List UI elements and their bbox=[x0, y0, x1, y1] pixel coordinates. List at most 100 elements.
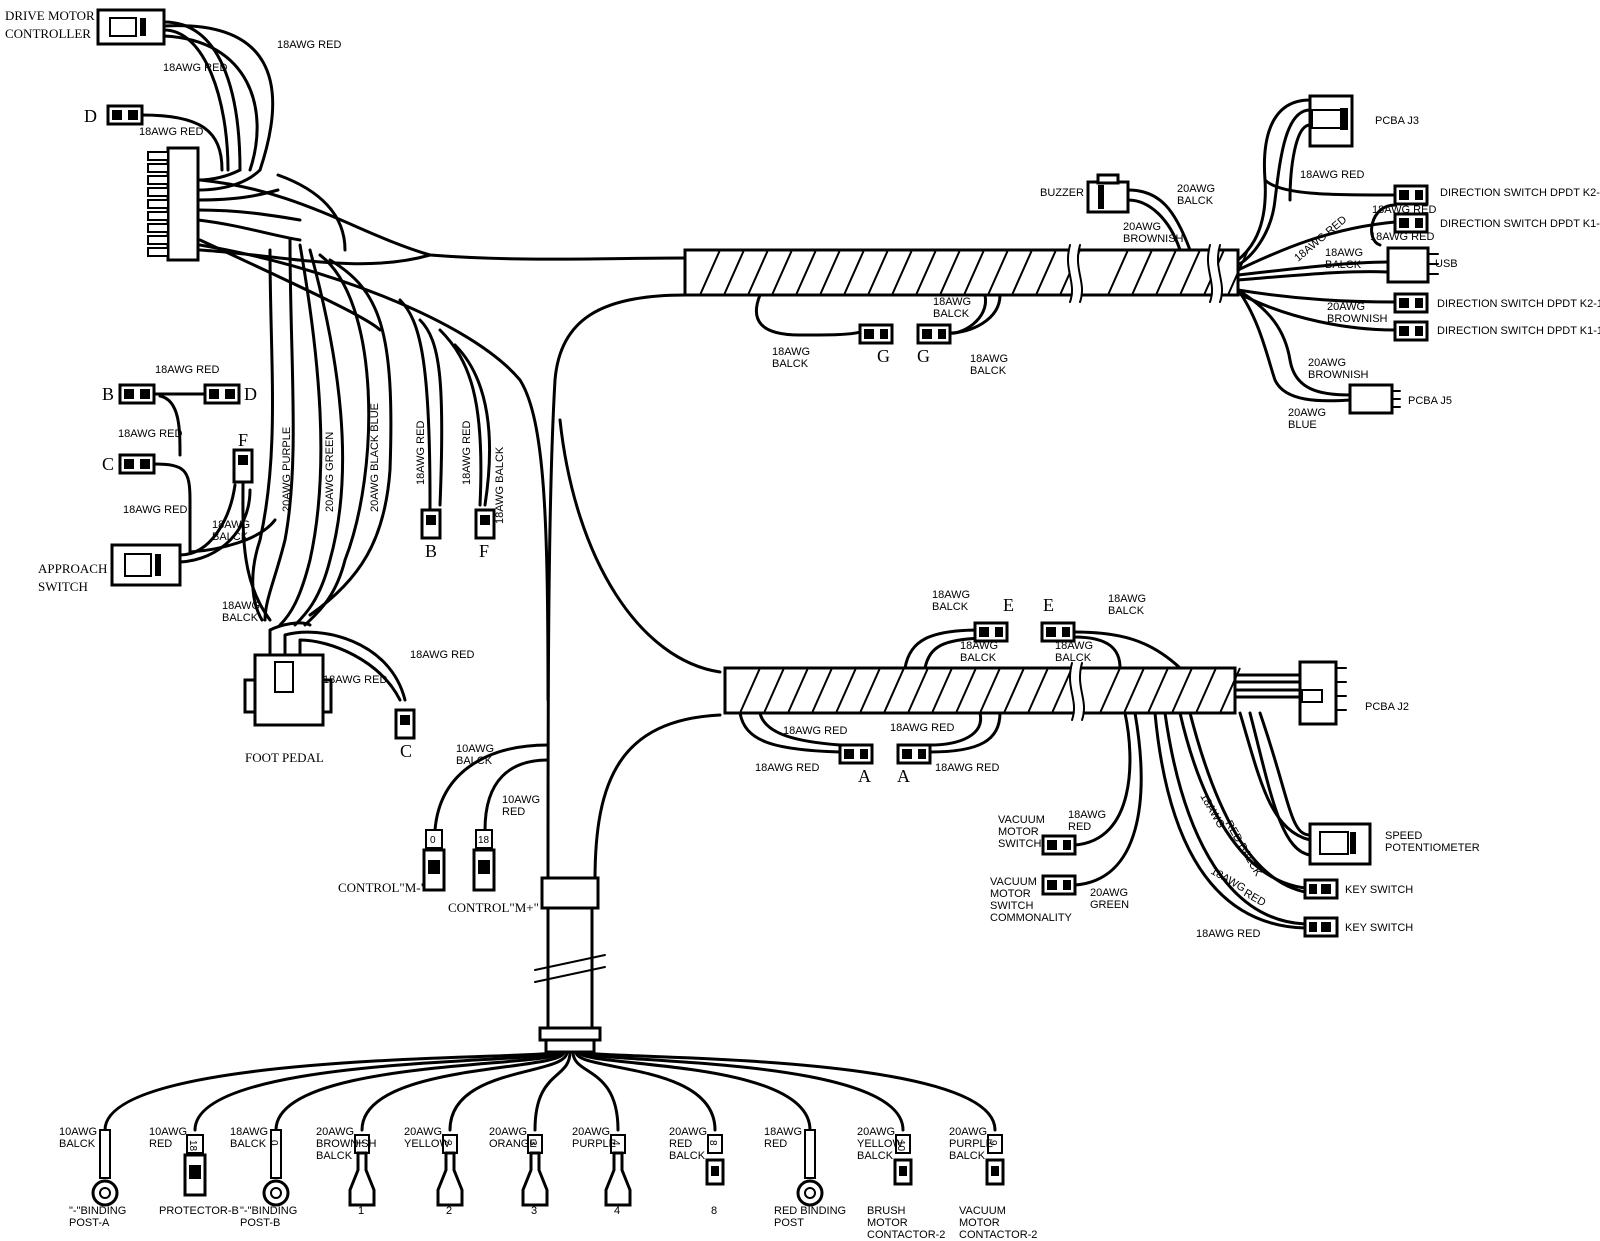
wire-label: BALCK bbox=[772, 358, 809, 370]
terminal-color-2: BALCK bbox=[316, 1150, 353, 1162]
terminal-name-2: POST bbox=[774, 1217, 804, 1229]
terminal-wire bbox=[577, 1050, 812, 1132]
letter-a-left: A bbox=[858, 766, 871, 786]
label-vms-1: VACUUM bbox=[998, 814, 1045, 826]
sleeve-hatch bbox=[891, 249, 913, 296]
terminal-color: PURPLE bbox=[572, 1138, 616, 1150]
wire-label: 10AWG bbox=[502, 794, 540, 806]
ring-terminal-hole bbox=[804, 1187, 816, 1199]
wire-label: BALCK bbox=[212, 531, 249, 543]
label-buzzer: BUZZER bbox=[1040, 187, 1084, 199]
wire-label: 18AWG BALCK bbox=[494, 446, 506, 524]
wire-label-green: 20AWG GREEN bbox=[324, 432, 336, 512]
letter-d-right: D bbox=[244, 384, 257, 404]
terminal-pin-number: 3 bbox=[527, 1140, 538, 1146]
sleeve-hatch bbox=[1107, 249, 1129, 296]
label-vmsc-4: COMMONALITY bbox=[990, 912, 1073, 924]
terminal-awg: 10AWG bbox=[149, 1126, 187, 1138]
terminal-wire bbox=[448, 1050, 569, 1132]
wire-label: BALCK bbox=[1055, 652, 1092, 664]
terminal-pin-number: 4 bbox=[610, 1140, 621, 1146]
sleeve-hatch bbox=[763, 667, 785, 714]
main-trunk-wires bbox=[198, 173, 722, 882]
wire-label: 18AWG bbox=[932, 589, 970, 601]
terminal-color: PURPLE bbox=[949, 1138, 993, 1150]
label-vmsc-3: SWITCH bbox=[990, 900, 1033, 912]
letter-a-right: A bbox=[897, 766, 910, 786]
flag-terminal bbox=[348, 1151, 376, 1207]
sleeve-hatch bbox=[1195, 667, 1217, 714]
terminal-wire bbox=[533, 1050, 572, 1132]
letter-g-left: G bbox=[877, 346, 890, 366]
terminal-name-2: POST-B bbox=[240, 1217, 280, 1229]
terminal-name: 4 bbox=[614, 1205, 620, 1217]
label-control-m-plus: CONTROL"M+" bbox=[448, 900, 539, 915]
wire-label: 18AWG RED bbox=[935, 762, 999, 774]
label-control-m-minus: CONTROL"M-" bbox=[338, 880, 426, 895]
wire-label: BLUE bbox=[1288, 419, 1317, 431]
wire-label: 18AWG bbox=[1209, 865, 1248, 894]
terminal-name: 1 bbox=[358, 1205, 364, 1217]
wire-label: GREEN bbox=[1090, 899, 1129, 911]
terminal-name: 2 bbox=[446, 1205, 452, 1217]
bottom-fanout-wires bbox=[91, 1050, 1005, 1207]
sleeve-hatch bbox=[1131, 249, 1153, 296]
terminal-name-3: CONTACTOR-2 bbox=[867, 1229, 945, 1241]
terminal-name-3: CONTACTOR-2 bbox=[959, 1229, 1037, 1241]
letter-f-top: F bbox=[238, 430, 248, 450]
wire-label: 18AWG RED bbox=[410, 649, 474, 661]
sleeve-hatch bbox=[1155, 249, 1177, 296]
wire-label: BROWNISH bbox=[1123, 233, 1184, 245]
sleeve-hatch bbox=[1123, 667, 1145, 714]
terminal-wire bbox=[103, 1050, 557, 1132]
wire-label: 18AWG RED bbox=[1196, 928, 1260, 940]
letter-b-bottom: B bbox=[425, 541, 437, 561]
sleeve-hatch bbox=[723, 249, 745, 296]
wire-label: 18AWG RED bbox=[415, 421, 427, 485]
label-controller: CONTROLLER bbox=[5, 26, 91, 41]
wire-label: 18AWG RED bbox=[123, 504, 187, 516]
wire-label: 18AWG RED bbox=[277, 39, 341, 51]
terminal-color-2: BALCK bbox=[857, 1150, 894, 1162]
letter-e-right: E bbox=[1043, 595, 1054, 615]
terminal-wire bbox=[580, 1050, 905, 1132]
terminal-name-2: POST-A bbox=[69, 1217, 110, 1229]
sleeve-hatch bbox=[883, 667, 905, 714]
wire-label: 20AWG bbox=[1123, 221, 1161, 233]
wire-label: 20AWG bbox=[1327, 301, 1365, 313]
wire-label: BALCK bbox=[222, 612, 259, 624]
wire-label: RED bbox=[1068, 821, 1091, 833]
connector-letter-labels: D B D C F B F C G G E E A A bbox=[84, 106, 1054, 786]
terminal-awg: 20AWG bbox=[572, 1126, 610, 1138]
wire-label: 18AWG RED bbox=[1370, 231, 1434, 243]
terminal-awg: 20AWG bbox=[669, 1126, 707, 1138]
connector-pin bbox=[147, 199, 169, 209]
terminal-color: RED bbox=[764, 1138, 787, 1150]
wire-label-purple: 20AWG PURPLE bbox=[281, 427, 293, 512]
pin-number: 18 bbox=[478, 835, 490, 846]
connector-pin bbox=[147, 175, 169, 185]
sleeve-hatch bbox=[867, 249, 889, 296]
connector-pin bbox=[147, 211, 169, 221]
terminal-name: 8 bbox=[711, 1205, 717, 1217]
wire-label: 20AWG bbox=[1090, 887, 1128, 899]
ring-terminal-shaft bbox=[99, 1129, 111, 1179]
wire-label: BALCK bbox=[1325, 259, 1362, 271]
wire-label: 18AWG RED bbox=[1300, 169, 1364, 181]
wire-label: 18AWG bbox=[1055, 640, 1093, 652]
terminal-awg: 18AWG bbox=[764, 1126, 802, 1138]
terminal-wire bbox=[274, 1050, 563, 1132]
letter-c-bottom: C bbox=[400, 741, 412, 761]
connector-pin bbox=[147, 235, 169, 245]
wire-label: BROWNISH bbox=[1327, 313, 1388, 325]
small-terminal-core bbox=[991, 1166, 999, 1176]
letter-d-top: D bbox=[84, 106, 97, 126]
ring-terminal-hole bbox=[99, 1187, 111, 1199]
wire-label: 18AWG RED bbox=[139, 126, 203, 138]
terminal-color-2: BALCK bbox=[949, 1150, 986, 1162]
terminal-awg: 10AWG bbox=[59, 1126, 97, 1138]
sleeve-hatch bbox=[987, 249, 1009, 296]
terminal-name: PROTECTOR-B bbox=[159, 1205, 239, 1217]
label-vmsc-1: VACUUM bbox=[990, 876, 1037, 888]
terminal-color: RED bbox=[149, 1138, 172, 1150]
